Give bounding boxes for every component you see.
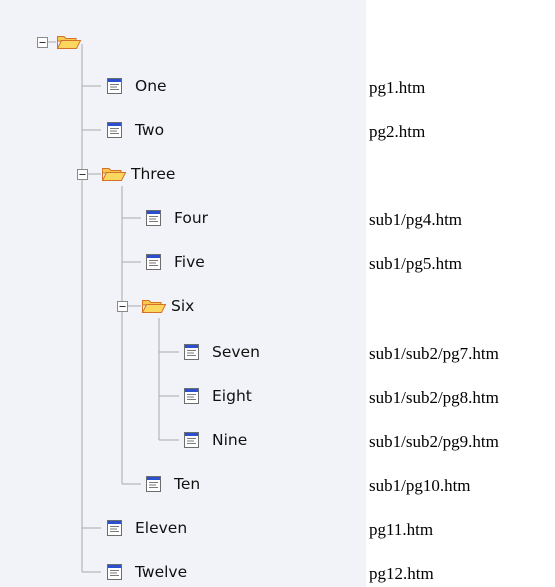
document-icon bbox=[104, 120, 126, 140]
path-text: sub1/pg10.htm bbox=[369, 476, 471, 495]
tree-connector-lines bbox=[44, 41, 179, 573]
path-text: sub1/sub2/pg7.htm bbox=[369, 344, 499, 363]
tree-item-label: Two bbox=[135, 121, 165, 139]
path-text: pg11.htm bbox=[369, 520, 434, 539]
document-icon bbox=[104, 76, 126, 96]
path-text: sub1/pg5.htm bbox=[369, 254, 463, 273]
tree-item-label: Five bbox=[174, 253, 205, 271]
path-text: pg1.htm bbox=[369, 78, 426, 97]
tree-item-ten[interactable]: Ten bbox=[143, 473, 200, 495]
tree-item-four[interactable]: Four bbox=[143, 207, 208, 229]
collapse-six-toggle[interactable] bbox=[117, 301, 128, 312]
open-folder-icon bbox=[101, 164, 127, 184]
tree-item-label: Four bbox=[174, 209, 209, 227]
tree-item-seven[interactable]: Seven bbox=[181, 341, 260, 363]
tree-item-five[interactable]: Five bbox=[143, 251, 205, 273]
document-icon bbox=[181, 386, 203, 406]
open-folder-icon bbox=[141, 296, 167, 316]
collapse-three-toggle[interactable] bbox=[77, 169, 88, 180]
tree-item-label: Three bbox=[131, 165, 176, 183]
document-icon bbox=[143, 252, 165, 272]
path-text: sub1/sub2/pg8.htm bbox=[369, 388, 499, 407]
document-icon bbox=[104, 562, 126, 582]
path-text: pg12.htm bbox=[369, 564, 434, 583]
collapse-root-toggle[interactable] bbox=[37, 37, 48, 48]
tree-item-label: Eight bbox=[212, 387, 252, 405]
tree-item-twelve[interactable]: Twelve bbox=[104, 561, 187, 583]
tree-item-eleven[interactable]: Eleven bbox=[104, 517, 187, 539]
document-icon bbox=[143, 208, 165, 228]
document-icon bbox=[181, 342, 203, 362]
document-icon bbox=[104, 518, 126, 538]
path-text: sub1/sub2/pg9.htm bbox=[369, 432, 499, 451]
document-icon bbox=[143, 474, 165, 494]
tree-item-label: One bbox=[135, 77, 167, 95]
tree-item-label: Ten bbox=[174, 475, 201, 493]
tree-item-label: Six bbox=[171, 297, 195, 315]
path-text: sub1/pg4.htm bbox=[369, 210, 463, 229]
tree-root-folder[interactable] bbox=[56, 31, 82, 53]
tree-item-two[interactable]: Two bbox=[104, 119, 164, 141]
tree-item-label: Nine bbox=[212, 431, 248, 449]
tree-item-label: Seven bbox=[212, 343, 260, 361]
tree-panel: One Two Three Four Five Six Seven Eight … bbox=[0, 0, 366, 587]
tree-item-label: Eleven bbox=[135, 519, 188, 537]
open-folder-icon bbox=[56, 32, 82, 52]
tree-item-nine[interactable]: Nine bbox=[181, 429, 247, 451]
tree-item-eight[interactable]: Eight bbox=[181, 385, 252, 407]
tree-item-label: Twelve bbox=[135, 563, 188, 581]
document-icon bbox=[181, 430, 203, 450]
tree-folder-three[interactable]: Three bbox=[101, 163, 175, 185]
path-text: pg2.htm bbox=[369, 122, 426, 141]
tree-item-one[interactable]: One bbox=[104, 75, 167, 97]
tree-folder-six[interactable]: Six bbox=[141, 295, 194, 317]
